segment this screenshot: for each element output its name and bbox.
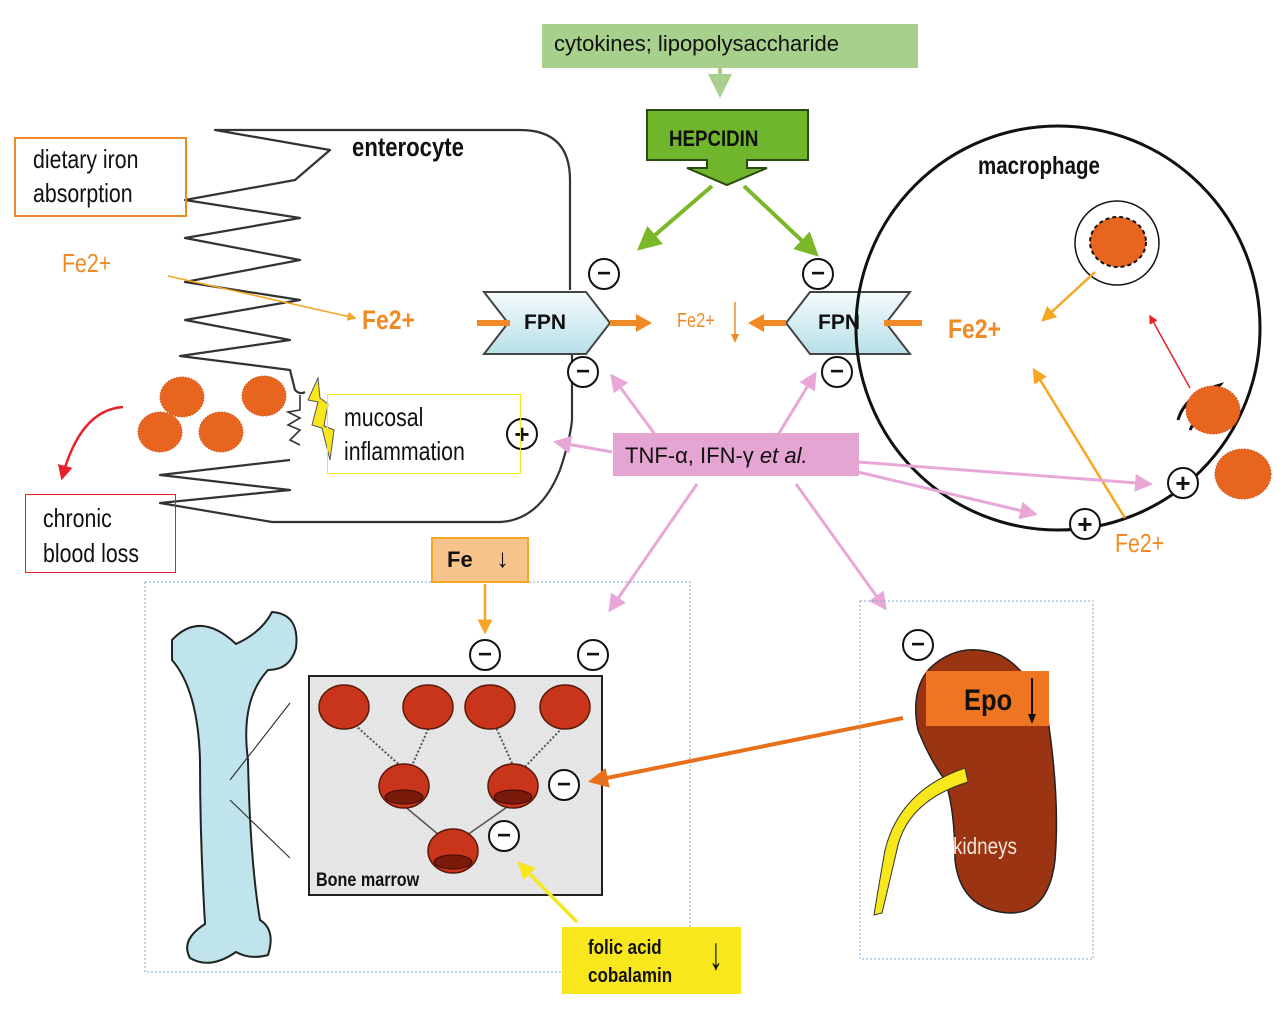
hepcidin-label: HEPCIDIN — [669, 126, 759, 151]
phagocytosed-red-blood-cell — [1089, 216, 1147, 268]
hepcidin-to-enterocyte-fpn-arrow — [636, 184, 714, 251]
epo-label: Epo — [964, 684, 1013, 717]
macrophage-fpn-label: FPN — [818, 311, 860, 334]
fe-outside-macrophage-label: Fe2+ — [1115, 528, 1165, 558]
cytokine-to-rbc-arrow — [857, 460, 1153, 492]
bone-marrow-label: Bone marrow — [316, 870, 420, 891]
folic-acid-arrow — [517, 861, 579, 924]
tnf-ifn-box — [613, 433, 859, 476]
enterocyte-title: enterocyte — [352, 132, 464, 162]
folic-acid-label-line2: cobalamin — [588, 965, 673, 987]
dietary-iron-label-line2: absorption — [33, 178, 133, 208]
fe-deficiency-arrow: ↓ — [496, 543, 509, 573]
red-blood-cell-being-engulfed — [1185, 385, 1241, 435]
erythrophagocytosis-arrow — [1149, 314, 1191, 389]
epo-box — [926, 671, 1049, 726]
bone-callout-line — [229, 799, 291, 859]
bone-callout-line — [229, 702, 291, 781]
minus-sign-icon-enterocyte-fpn-hepcidin-inhibition: − — [588, 258, 620, 290]
arrowhead — [1028, 714, 1036, 724]
fe-dietary-label: Fe2+ — [62, 248, 112, 278]
fe-uptake-arrow — [1032, 367, 1127, 519]
tnf-ifn-main: TNF-α, IFN-γ — [625, 443, 760, 468]
plus-sign-icon-mucosal-inflammation-stimulation: + — [506, 418, 538, 450]
progenitor-cell — [318, 684, 370, 730]
fe-macrophage-label: Fe2+ — [948, 314, 1001, 344]
tnf-ifn-etal: et al. — [759, 443, 808, 468]
enterocyte-fpn-label: FPN — [524, 311, 566, 334]
blood-loss-label-line1: chronic — [43, 503, 112, 533]
cytokine-to-mucosa-arrow — [553, 435, 613, 454]
red-blood-cell — [241, 375, 287, 417]
cytokines-lps-box — [542, 24, 918, 68]
fe-deficiency-label: Fe — [447, 547, 473, 572]
arrowhead — [636, 314, 652, 332]
minus-sign-icon-marrow-fe-inhibition: − — [469, 639, 501, 671]
hepcidin-to-macrophage-fpn-arrow — [742, 184, 819, 257]
cell-nucleus — [493, 789, 533, 805]
minus-sign-icon-macrophage-fpn-hepcidin-inhibition: − — [802, 258, 834, 290]
blood-loss-box — [25, 494, 176, 573]
dietary-iron-arrow — [167, 275, 357, 321]
ureter — [873, 767, 969, 916]
dietary-iron-label-line1: dietary iron — [33, 144, 139, 174]
marrow-panel — [144, 581, 691, 973]
folic-acid-box — [562, 927, 741, 994]
femur-bone — [171, 610, 298, 964]
plus-sign-icon-fe-uptake-stimulation: + — [1069, 508, 1101, 540]
enterocyte-damaged-villi — [285, 395, 302, 446]
minus-sign-icon-marrow-cytokine-inhibition: − — [577, 639, 609, 671]
minus-sign-icon-enterocyte-fpn-cytokine-inhibition: − — [567, 356, 599, 388]
cytokine-to-kidney-arrow — [794, 483, 887, 611]
arrowhead — [731, 334, 739, 343]
cytokine-arrows — [553, 371, 1153, 613]
cell-nucleus — [384, 789, 424, 805]
folic-acid-arrow: ↓ — [709, 927, 723, 979]
phagosome — [1074, 200, 1160, 286]
fe-enterocyte-label: Fe2+ — [362, 305, 415, 335]
minus-sign-icon-kidney-cytokine-inhibition: − — [902, 629, 934, 661]
plasma-fe-label: Fe2+ — [677, 310, 715, 332]
mucosal-label-line1: mucosal — [344, 402, 424, 432]
macrophage-cell-outline — [854, 124, 1262, 532]
cell-nucleus — [433, 854, 473, 870]
hepcidin-block-arrow — [646, 109, 809, 187]
red-blood-cell — [159, 376, 205, 418]
folic-acid-label-line1: folic acid — [588, 937, 662, 959]
tnf-ifn-label: TNF-α, IFN-γ et al. — [625, 445, 808, 467]
kidney-panel — [859, 600, 1094, 960]
progenitor-cell — [402, 684, 454, 730]
macrophage-title: macrophage — [978, 152, 1100, 180]
progenitor-cell — [539, 684, 591, 730]
fe-deficiency-box — [431, 537, 529, 583]
heme-release-arrow — [1041, 271, 1096, 322]
red-blood-cell — [137, 411, 183, 453]
minus-sign-icon-macrophage-fpn-cytokine-inhibition: − — [821, 356, 853, 388]
cytokine-to-marrow-arrow — [608, 483, 699, 613]
mucosal-inflammation-box — [327, 394, 521, 474]
red-blood-cell — [198, 411, 244, 453]
senescent-red-blood-cell — [1214, 448, 1272, 500]
kidneys-label: kidneys — [953, 833, 1017, 859]
cytokines-lps-label: cytokines; lipopolysaccharide — [554, 31, 839, 56]
cytokine-to-fe-uptake-arrow — [857, 470, 1038, 520]
progenitor-cell — [464, 684, 516, 730]
minus-sign-icon-marrow-folate-inhibition: − — [488, 820, 520, 852]
arrowhead — [748, 314, 764, 332]
plus-sign-icon-rbc-uptake-stimulation: + — [1167, 467, 1199, 499]
lineage-dotted-lines — [354, 724, 566, 771]
dietary-iron-box — [14, 137, 187, 217]
minus-sign-icon-marrow-epo-inhibition: − — [548, 769, 580, 801]
mucosal-label-line2: inflammation — [344, 436, 465, 466]
blood-loss-arrow — [57, 405, 124, 481]
blood-loss-label-line2: blood loss — [43, 538, 140, 568]
epo-to-marrow-arrow — [588, 716, 904, 788]
